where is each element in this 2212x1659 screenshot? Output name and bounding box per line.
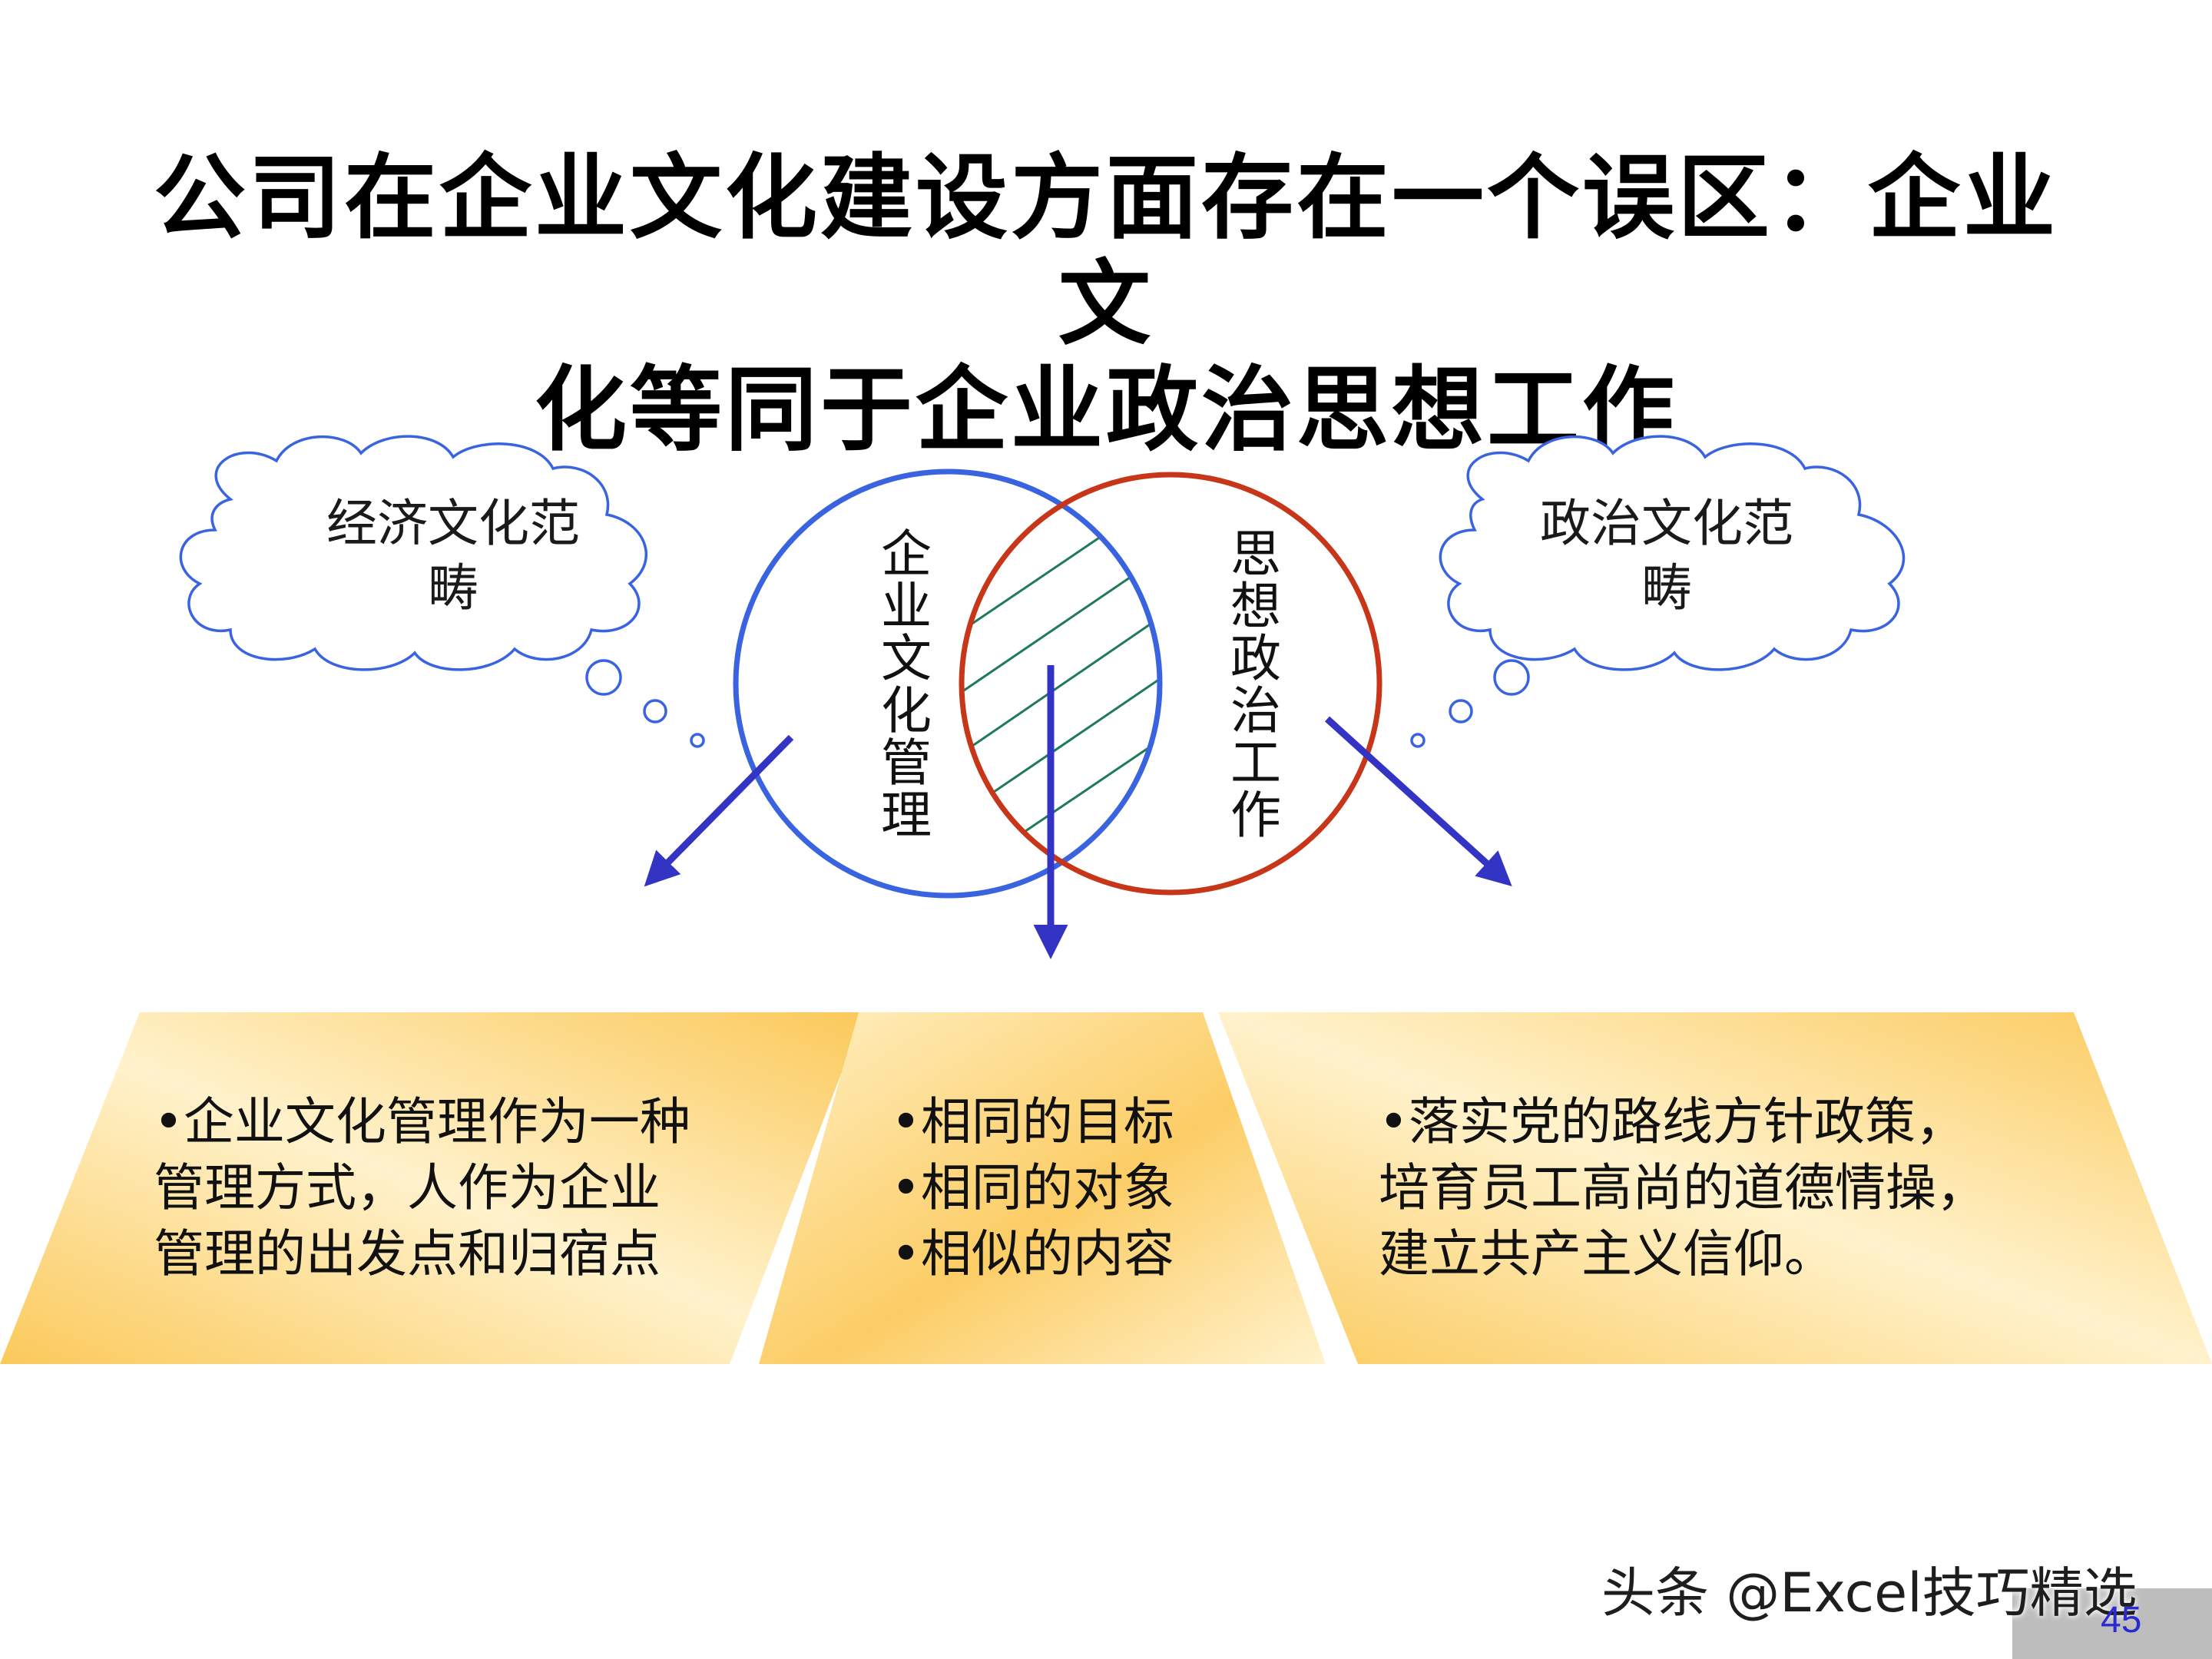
- arrow-right: [1324, 716, 1512, 887]
- cloud-left-line-2: 畴: [428, 558, 478, 618]
- intersection-hatch: [962, 475, 1160, 892]
- panel-right-text: •落实党的路线方针政策， 培育员工高尚的道德情操， 建立共产主义信仰。: [1379, 1089, 1987, 1287]
- panel-left-text: •企业文化管理作为一种 管理方式，人作为企业 管理的出发点和归宿点: [154, 1089, 690, 1287]
- cloud-right-line-2: 畴: [1641, 558, 1692, 618]
- thought-bubble-medium: [1449, 699, 1473, 724]
- circle-left-char: 企: [881, 525, 932, 584]
- slide-title-line-2: 化等同于企业政治思想工作: [535, 357, 1677, 464]
- thought-bubble-medium: [643, 699, 667, 724]
- circle-left-char: 管: [881, 733, 932, 793]
- panel-middle-text: •相同的目标 •相同的对象 •相似的内容: [891, 1089, 1174, 1287]
- panel-right-line: •落实党的路线方针政策，: [1379, 1092, 1966, 1151]
- panel-middle-line: •相同的目标: [891, 1092, 1174, 1151]
- panel-middle-line: •相似的内容: [891, 1224, 1174, 1283]
- panel-middle-line: •相同的对象: [891, 1158, 1174, 1217]
- thought-bubble-small: [1410, 733, 1426, 748]
- circle-right-char: 治: [1230, 681, 1281, 740]
- thought-bubble-small: [690, 733, 705, 748]
- panel-middle: [759, 1012, 1326, 1364]
- circle-left-char: 文: [881, 629, 932, 688]
- circle-culture-management: [733, 469, 1163, 899]
- circle-left-char: 业: [881, 577, 932, 636]
- cloud-left-line-1: 经济文化范: [326, 494, 580, 553]
- circle-left-label: 企 业 文 化 管 理: [872, 528, 941, 842]
- panel-right-line: 建立共产主义信仰。: [1379, 1224, 1835, 1283]
- watermark-text: 头条 @Excel技巧精选: [1601, 1561, 2137, 1624]
- slide-title-line-1: 公司在企业文化建设方面存在一个误区：企业文: [154, 145, 2058, 358]
- panel-left-line: 管理的出发点和归宿点: [154, 1224, 661, 1283]
- page-number: 45: [2101, 1600, 2142, 1641]
- cloud-right-label: 政治文化范 畴: [1505, 492, 1828, 621]
- thought-bubble-large: [1493, 659, 1530, 696]
- circle-right-char: 工: [1230, 733, 1281, 793]
- page-number-box: [2012, 1588, 2212, 1659]
- circle-right-char: 政: [1230, 629, 1281, 688]
- circle-right-label: 思 想 政 治 工 作: [1221, 528, 1290, 842]
- circle-right-char: 想: [1230, 577, 1281, 636]
- panel-left-line: •企业文化管理作为一种: [154, 1092, 690, 1151]
- circle-right-char: 思: [1230, 525, 1281, 584]
- panel-left: [0, 1012, 865, 1364]
- arrow-left: [644, 734, 794, 887]
- slide-title: 公司在企业文化建设方面存在一个误区：企业文 化等同于企业政治思想工作: [138, 146, 2074, 464]
- cloud-left: [179, 435, 705, 748]
- circle-left-char: 理: [881, 786, 932, 845]
- cloud-left-label: 经济文化范 畴: [292, 492, 614, 621]
- panel-right: [1218, 1012, 2212, 1364]
- cloud-right: [1410, 435, 1906, 748]
- circle-right-char: 作: [1230, 786, 1281, 845]
- thought-bubble-large: [585, 659, 622, 696]
- circle-left-char: 化: [881, 681, 932, 740]
- panel-right-line: 培育员工高尚的道德情操，: [1379, 1158, 1987, 1217]
- panel-left-line: 管理方式，人作为企业: [154, 1158, 661, 1217]
- circle-political-work: [959, 472, 1382, 896]
- cloud-right-line-1: 政治文化范: [1540, 494, 1793, 553]
